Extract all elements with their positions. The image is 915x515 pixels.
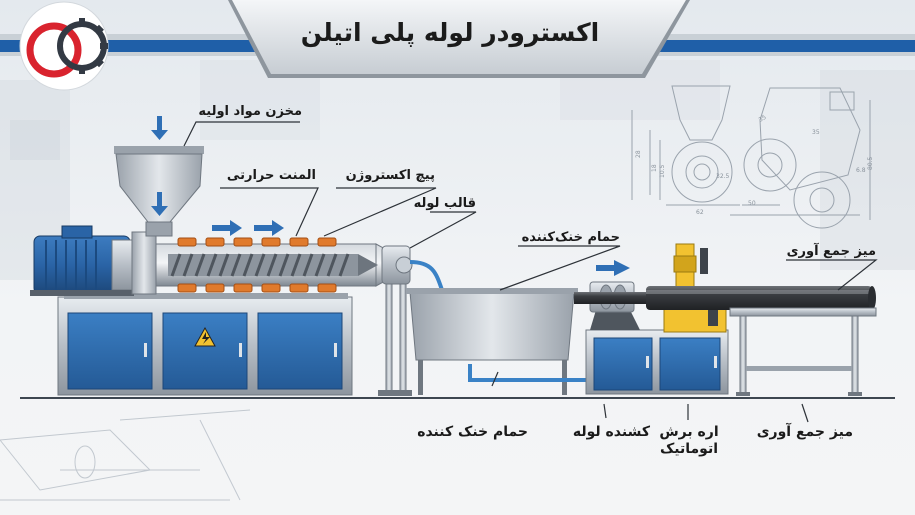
label-die: قالب لوله	[414, 196, 476, 211]
logo-gear-icon	[20, 2, 108, 90]
motor	[30, 226, 134, 296]
dimension-label: 80.5	[867, 156, 874, 170]
label-cooling-bath-bottom: حمام خنک کننده	[417, 424, 528, 440]
label-puller: کشنده لوله	[573, 424, 650, 440]
label-screw: پیچ اکستروژن	[346, 168, 435, 183]
label-collection-table-bottom: میز جمع آوری	[757, 424, 853, 440]
dimension-label: 18	[651, 164, 658, 172]
label-saw: اره برش اتوماتیک	[652, 424, 726, 458]
extrusion-screw	[168, 254, 378, 276]
page-title: اکسترودر لوله پلی اتیلن	[270, 18, 630, 47]
dimension-label: 62	[696, 209, 704, 216]
dimension-label: 10.5	[659, 164, 666, 178]
label-cooling-bath-top: حمام خنک‌کننده	[522, 230, 620, 245]
dimension-label: 35	[812, 129, 820, 136]
dimension-label: 28	[635, 150, 642, 158]
header-stripe-right	[645, 40, 915, 52]
label-hopper: مخزن مواد اولیه	[198, 104, 302, 119]
label-heater: المنت حرارتی	[227, 168, 316, 183]
dimension-label: 32.5	[716, 173, 730, 180]
gearbox	[132, 232, 156, 294]
dimension-label: 50	[748, 200, 756, 207]
label-collection-table-top: میز جمع آوری	[787, 244, 876, 259]
dimension-label: 6.8	[856, 167, 866, 174]
